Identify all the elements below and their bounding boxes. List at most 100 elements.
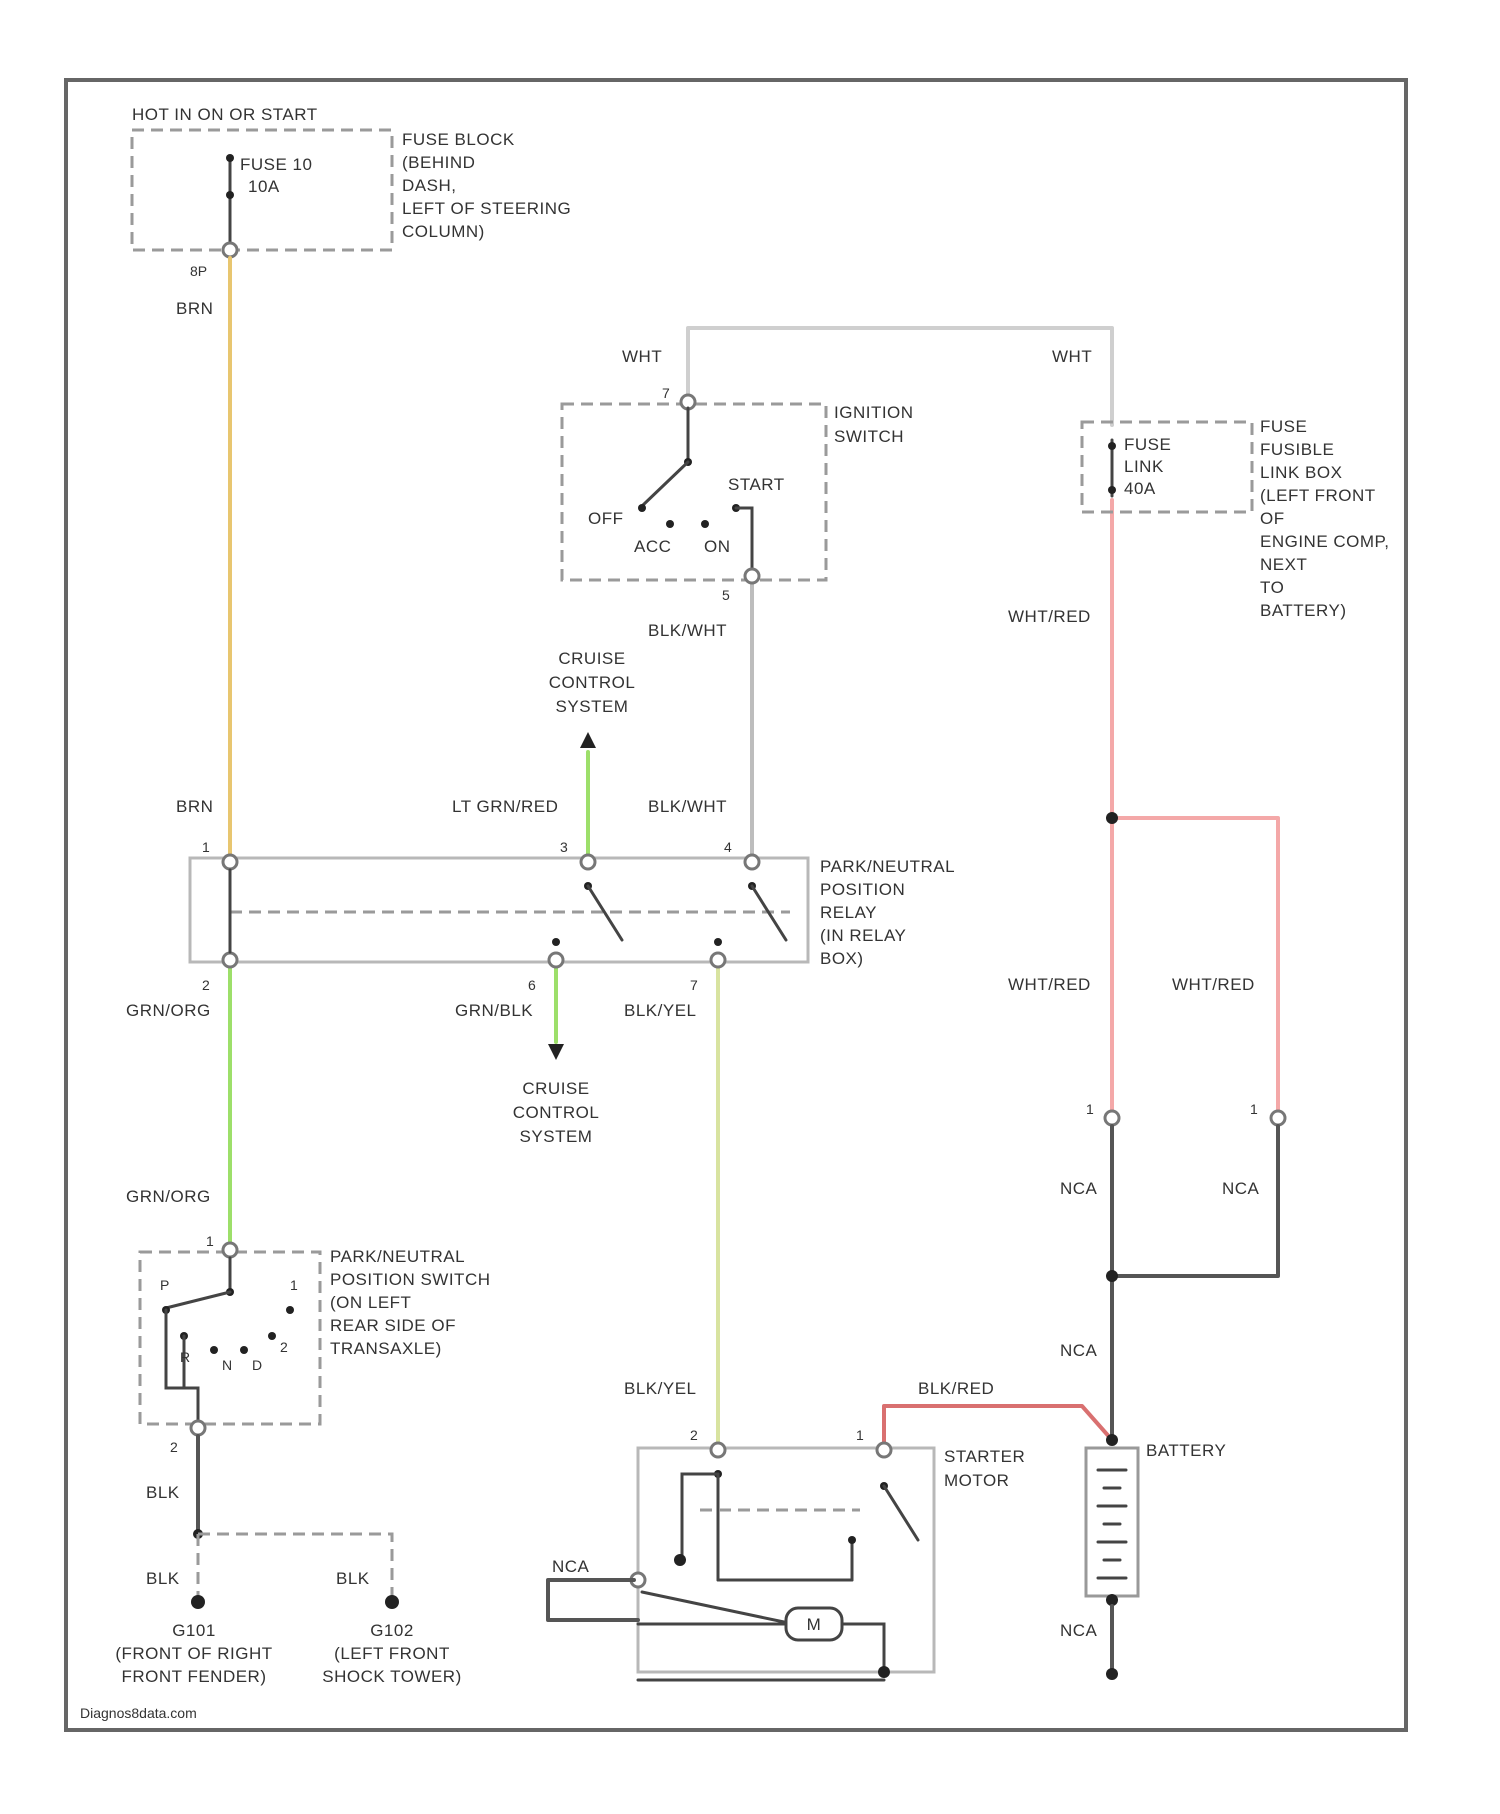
wire-label-wht-right: WHT <box>1052 347 1092 366</box>
connector-terminal <box>1105 1111 1119 1125</box>
relay-pin-6: 6 <box>528 977 536 993</box>
wire-label-nca-4: NCA <box>552 1557 590 1576</box>
ignition-pos-on: ON <box>704 537 731 556</box>
fuse-block-desc-2: (BEHIND <box>402 153 475 172</box>
fusible-link-desc-1: FUSE <box>1260 417 1307 436</box>
ground-g102-label-2: (LEFT FRONT <box>334 1644 450 1663</box>
fuse-block: HOT IN ON OR START FUSE 10 10A 8P FUSE B… <box>132 105 571 279</box>
pn-desc-3: (ON LEFT <box>330 1293 411 1312</box>
pn-pos-2: 2 <box>280 1339 288 1355</box>
ignition-desc-1: IGNITION <box>834 403 914 422</box>
relay-desc-1: PARK/NEUTRAL <box>820 857 955 876</box>
ignition-desc-2: SWITCH <box>834 427 904 446</box>
fuse-block-power-label: HOT IN ON OR START <box>132 105 318 124</box>
wire-label-wht-red-3: WHT/RED <box>1172 975 1255 994</box>
wire-label-wht-left: WHT <box>622 347 662 366</box>
fuse-block-pin: 8P <box>190 263 207 279</box>
wire-label-nca-2: NCA <box>1222 1179 1260 1198</box>
wire-blk-red <box>884 1406 1112 1446</box>
ground-g101-label-3: FRONT FENDER) <box>121 1667 266 1686</box>
wire-nca-branch <box>1112 1126 1278 1276</box>
pn-pos-1: 1 <box>290 1277 298 1293</box>
ignition-pin-bottom: 5 <box>722 587 730 603</box>
relay-desc-3: RELAY <box>820 903 877 922</box>
fusible-link-line-2: LINK <box>1124 457 1164 476</box>
pn-pos-n: N <box>222 1357 232 1373</box>
starter-solenoid-contact <box>884 1486 918 1540</box>
fusible-link-desc-5: OF <box>1260 509 1285 528</box>
battery-label: BATTERY <box>1146 1441 1226 1460</box>
ignition-pos-off: OFF <box>588 509 624 528</box>
wire-label-blk-wht-2: BLK/WHT <box>648 797 727 816</box>
ignition-pos-start: START <box>728 475 785 494</box>
ignition-pin-top: 7 <box>662 385 670 401</box>
pn-pos-r: R <box>180 1349 190 1365</box>
connector-terminal <box>1271 1111 1285 1125</box>
watermark: Diagnos8data.com <box>80 1705 197 1721</box>
wire-label-nca-5: NCA <box>1060 1621 1098 1640</box>
ignition-switch-outline <box>562 404 826 580</box>
pin-1-left: 1 <box>1086 1101 1094 1117</box>
pin-1-right: 1 <box>1250 1101 1258 1117</box>
splice-dot <box>1106 1270 1118 1282</box>
ground-g101-label-2: (FRONT OF RIGHT <box>115 1644 272 1663</box>
park-neutral-switch: 1 2 P R N D 2 1 PARK/NEUTRAL POSITION SW… <box>140 1233 491 1455</box>
motor-label: M <box>807 1615 822 1634</box>
starter-pin-s: 2 <box>690 1427 698 1443</box>
ground-g101-label-1: G101 <box>172 1621 216 1640</box>
ground-g101-icon <box>191 1595 205 1609</box>
cruise-top-3: SYSTEM <box>556 697 629 716</box>
ignition-switch-blade <box>642 462 688 506</box>
relay-desc-2: POSITION <box>820 880 905 899</box>
starter-motor: 2 1 M STARTER MOTOR <box>631 1427 1025 1680</box>
wire-label-grn-org-2: GRN/ORG <box>126 1187 211 1206</box>
wire-label-blk-yel-1: BLK/YEL <box>624 1001 697 1020</box>
starter-desc-1: STARTER <box>944 1447 1025 1466</box>
wire-label-blk-wht-1: BLK/WHT <box>648 621 727 640</box>
starter-desc-2: MOTOR <box>944 1471 1009 1490</box>
cruise-bottom-1: CRUISE <box>522 1079 589 1098</box>
cruise-top-2: CONTROL <box>549 673 636 692</box>
relay-pin-4: 4 <box>724 839 732 855</box>
splice-dot <box>1106 812 1118 824</box>
ignition-switch: 7 5 OFF ACC ON START IGNITION SWITCH <box>562 385 914 603</box>
relay-pin-2: 2 <box>202 977 210 993</box>
pn-pos-d: D <box>252 1357 262 1373</box>
fusible-link-desc-9: BATTERY) <box>1260 601 1347 620</box>
ground-link-dashed <box>198 1534 392 1600</box>
wire-label-grn-blk: GRN/BLK <box>455 1001 533 1020</box>
fusible-link-desc-4: (LEFT FRONT <box>1260 486 1376 505</box>
pn-switch-blade <box>166 1292 230 1308</box>
wire-label-blk-yel-2: BLK/YEL <box>624 1379 697 1398</box>
wire-nca-loop <box>548 1580 638 1620</box>
ignition-pos-acc: ACC <box>634 537 671 556</box>
cruise-top-1: CRUISE <box>558 649 625 668</box>
pn-desc-2: POSITION SWITCH <box>330 1270 491 1289</box>
ground-g102-label-1: G102 <box>370 1621 414 1640</box>
battery-ground-icon <box>1106 1668 1118 1680</box>
wire-wht-red-branch <box>1112 818 1278 1115</box>
wire-label-blk-1: BLK <box>146 1483 180 1502</box>
pn-desc-1: PARK/NEUTRAL <box>330 1247 465 1266</box>
battery: BATTERY <box>1086 1434 1226 1680</box>
fusible-link-desc-2: FUSIBLE <box>1260 440 1334 459</box>
pn-pin-top: 1 <box>206 1233 214 1249</box>
ground-g102-icon <box>385 1595 399 1609</box>
arrow-up-icon <box>580 732 596 748</box>
pn-desc-4: REAR SIDE OF <box>330 1316 456 1335</box>
fuse-block-terminal <box>223 243 237 257</box>
fuse-block-desc-5: COLUMN) <box>402 222 485 241</box>
pn-pos-p: P <box>160 1277 169 1293</box>
relay-pin-7: 7 <box>690 977 698 993</box>
relay-desc-4: (IN RELAY <box>820 926 906 945</box>
fusible-link-desc-7: NEXT <box>1260 555 1307 574</box>
fuse-label-1: FUSE 10 <box>240 155 312 174</box>
relay-outline <box>190 858 808 962</box>
wire-label-nca-3: NCA <box>1060 1341 1098 1360</box>
wire-label-wht-red-1: WHT/RED <box>1008 607 1091 626</box>
wire-label-blk-3: BLK <box>336 1569 370 1588</box>
cruise-bottom-3: SYSTEM <box>520 1127 593 1146</box>
wire-label-lt-grn-red: LT GRN/RED <box>452 797 558 816</box>
fuse-block-desc-4: LEFT OF STEERING <box>402 199 571 218</box>
park-neutral-relay: 1 3 4 2 6 7 PARK/NEUTRAL POSITION RELAY … <box>190 839 955 993</box>
